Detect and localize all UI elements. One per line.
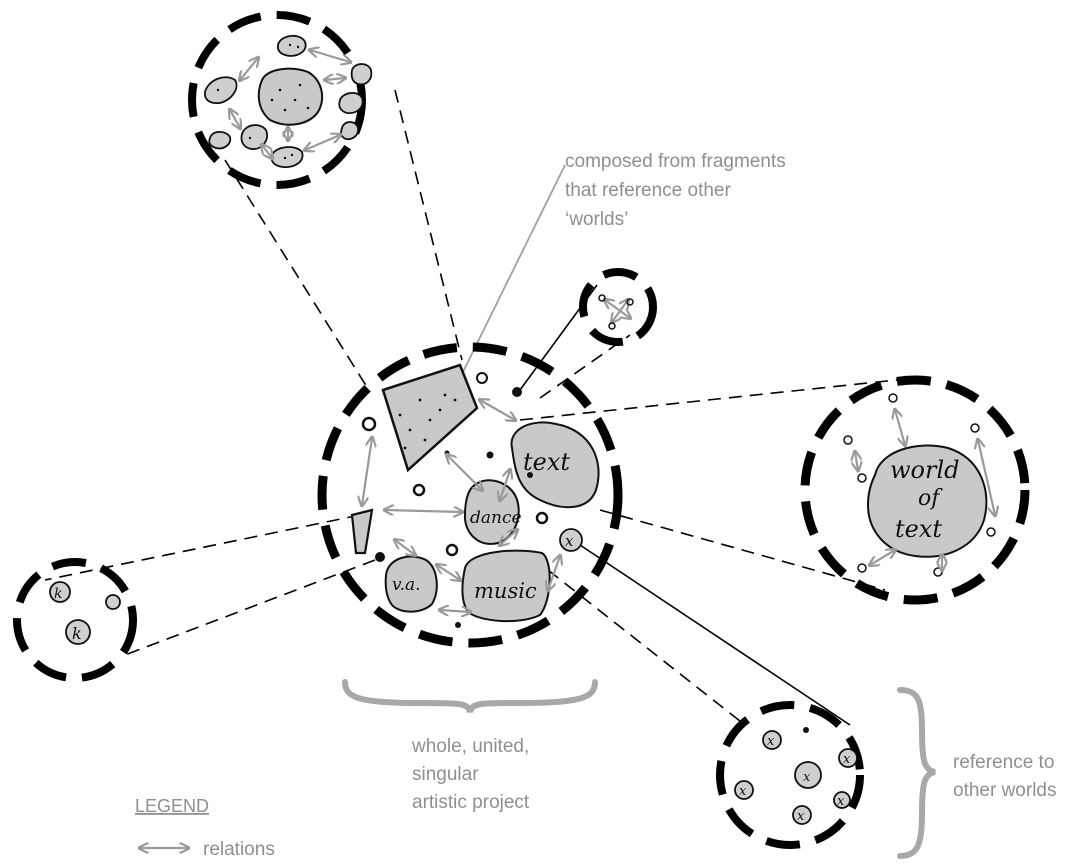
whole-annotation-line-3: artistic project: [412, 792, 530, 813]
svg-text:x: x: [797, 809, 805, 824]
connector-lines: [44, 89, 916, 726]
zoom-circle-world-of-text: world of text: [800, 375, 1030, 605]
connector-left-bottom: [124, 559, 376, 656]
world-of-text-label-2: of: [918, 486, 943, 511]
svg-text:x: x: [803, 770, 811, 785]
svg-text:x: x: [767, 734, 775, 749]
zoom-circle-left: k k: [13, 558, 137, 682]
reference-annotation-line-1: reference to: [953, 752, 1054, 773]
text-blob-label: text: [523, 448, 570, 476]
svg-text:k: k: [54, 586, 62, 602]
right-brace: [897, 687, 936, 859]
connector-bottom-right: [579, 544, 851, 726]
small-fragments: [361, 372, 549, 628]
fragment-square: [381, 363, 479, 473]
music-blob: [461, 549, 551, 623]
connector-top-left: [224, 159, 371, 393]
connector-top-right: [394, 89, 463, 361]
main-project-circle: text dance music v.a. x: [317, 342, 623, 648]
svg-text:x: x: [565, 532, 574, 550]
fragments-annotation-line-1: composed from fragments: [565, 151, 786, 172]
zoom-circle-bottom-right: x x x x x x: [716, 701, 864, 849]
fragments-annotation-line-3: ‘worlds’: [565, 209, 628, 230]
zoom-circle-fragments: [188, 11, 373, 189]
svg-text:x: x: [843, 752, 851, 767]
legend: LEGEND relations: [135, 796, 275, 860]
x-blob: [559, 528, 583, 552]
fragments-annotation-line-2: that reference other: [565, 180, 731, 201]
left-fragment: [350, 508, 374, 555]
music-blob-label: music: [474, 579, 537, 603]
dance-blob-label: dance: [470, 508, 522, 528]
connector-world-text-bottom: [599, 509, 886, 591]
connector-world-text-top: [519, 377, 916, 421]
whole-annotation-line-1: whole, united,: [411, 736, 529, 757]
svg-text:x: x: [739, 784, 747, 799]
relation-arrows: [362, 400, 560, 612]
whole-annotation-line-2: singular: [412, 764, 479, 785]
main-dashed-ring: [317, 342, 623, 648]
legend-title: LEGEND: [135, 796, 209, 816]
world-of-text-label-3: text: [895, 515, 942, 543]
reference-annotation-line-2: other worlds: [953, 780, 1057, 801]
world-of-text-blob: [866, 444, 988, 558]
text-blob: [510, 421, 600, 509]
zoom-circle-small: [579, 268, 657, 346]
va-blob-label: v.a.: [392, 575, 421, 595]
svg-text:k: k: [72, 624, 82, 643]
world-of-text-label-1: world: [890, 456, 960, 484]
connector-left-top: [44, 514, 361, 581]
svg-text:x: x: [837, 794, 845, 809]
legend-relations-label: relations: [203, 839, 275, 860]
bottom-brace: [342, 679, 598, 714]
